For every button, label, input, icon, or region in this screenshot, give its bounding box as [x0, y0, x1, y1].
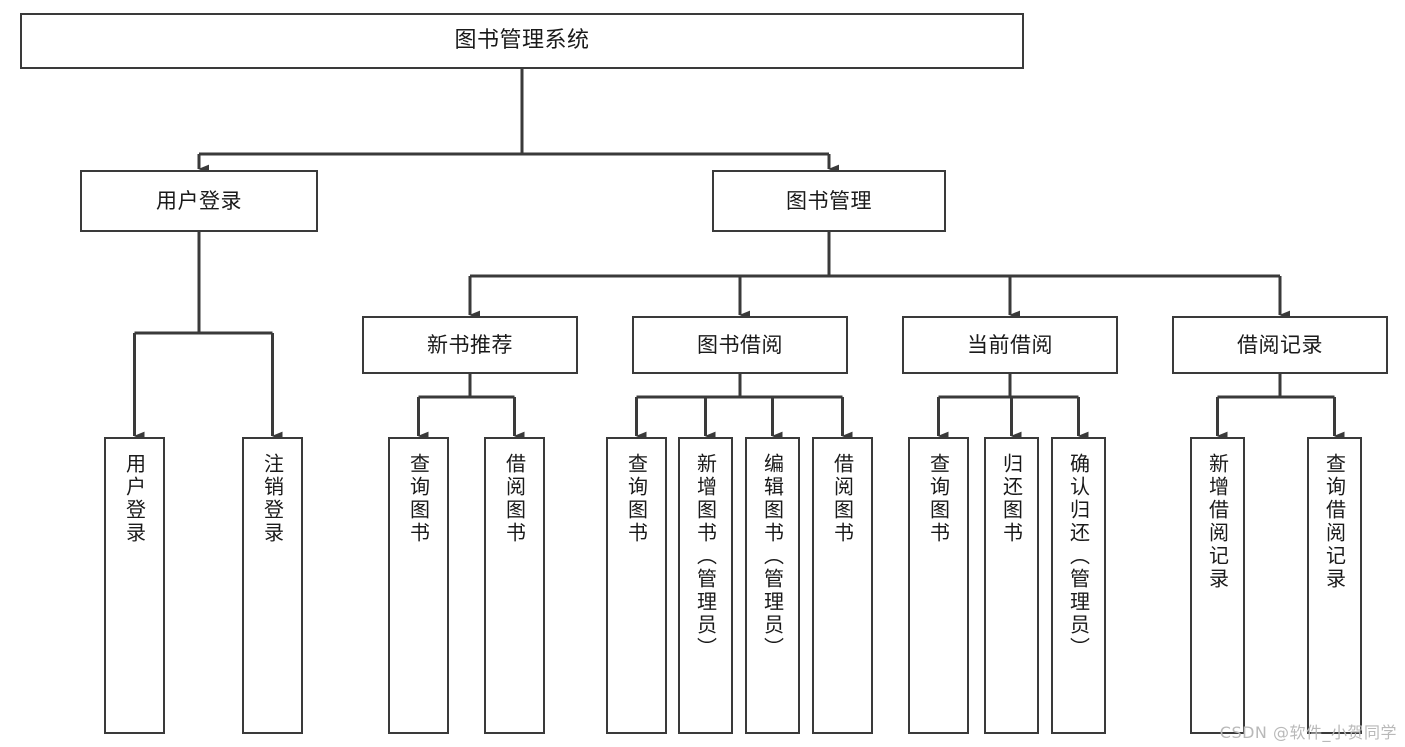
connector-bus — [636, 374, 843, 399]
connector-bus — [470, 232, 1280, 278]
node-leaf-query-book-3-label: 查询图书 — [926, 453, 951, 545]
node-current-borrow-label: 当前借阅 — [967, 332, 1053, 357]
csdn-watermark: CSDN @软件_小贺同学 — [1219, 723, 1397, 742]
node-user-login[interactable]: 用户登录 — [80, 170, 318, 232]
node-leaf-query-record-label: 查询借阅记录 — [1322, 453, 1347, 591]
node-leaf-user-login[interactable]: 用户登录 — [104, 437, 165, 734]
node-leaf-logout[interactable]: 注销登录 — [242, 437, 303, 734]
connector-bus — [1217, 374, 1335, 399]
node-leaf-add-book[interactable]: 新增图书（管理员） — [678, 437, 733, 734]
node-leaf-confirm-return-label: 确认归还（管理员） — [1066, 453, 1091, 660]
node-book-borrow[interactable]: 图书借阅 — [632, 316, 848, 374]
node-leaf-return-book[interactable]: 归还图书 — [984, 437, 1039, 734]
node-leaf-return-book-label: 归还图书 — [999, 453, 1024, 545]
connector-bus — [418, 374, 515, 399]
node-leaf-add-record-label: 新增借阅记录 — [1205, 453, 1230, 591]
node-leaf-query-book-2[interactable]: 查询图书 — [606, 437, 667, 734]
node-book-manage-label: 图书管理 — [786, 188, 872, 213]
node-leaf-logout-label: 注销登录 — [260, 453, 285, 545]
node-user-login-label: 用户登录 — [156, 188, 242, 213]
connector-bus — [134, 232, 273, 335]
node-borrow-record[interactable]: 借阅记录 — [1172, 316, 1388, 374]
node-book-manage[interactable]: 图书管理 — [712, 170, 946, 232]
node-leaf-query-book-1-label: 查询图书 — [406, 453, 431, 545]
node-leaf-borrow-book-2-label: 借阅图书 — [830, 453, 855, 545]
connector-bus — [938, 374, 1079, 399]
node-leaf-query-record[interactable]: 查询借阅记录 — [1307, 437, 1362, 734]
node-borrow-record-label: 借阅记录 — [1237, 332, 1323, 357]
node-leaf-borrow-book-2[interactable]: 借阅图书 — [812, 437, 873, 734]
node-leaf-confirm-return[interactable]: 确认归还（管理员） — [1051, 437, 1106, 734]
node-leaf-borrow-book-1[interactable]: 借阅图书 — [484, 437, 545, 734]
connector-bus — [199, 69, 829, 156]
node-leaf-edit-book[interactable]: 编辑图书（管理员） — [745, 437, 800, 734]
node-leaf-query-book-2-label: 查询图书 — [624, 453, 649, 545]
node-leaf-add-record[interactable]: 新增借阅记录 — [1190, 437, 1245, 734]
node-leaf-query-book-3[interactable]: 查询图书 — [908, 437, 969, 734]
node-root-label: 图书管理系统 — [454, 28, 590, 54]
node-leaf-add-book-label: 新增图书（管理员） — [693, 453, 718, 660]
node-leaf-user-login-label: 用户登录 — [122, 453, 147, 545]
node-root[interactable]: 图书管理系统 — [20, 13, 1024, 69]
node-book-borrow-label: 图书借阅 — [697, 332, 783, 357]
node-current-borrow[interactable]: 当前借阅 — [902, 316, 1118, 374]
node-new-book-recommend[interactable]: 新书推荐 — [362, 316, 578, 374]
node-leaf-query-book-1[interactable]: 查询图书 — [388, 437, 449, 734]
node-new-book-recommend-label: 新书推荐 — [427, 332, 513, 357]
node-leaf-borrow-book-1-label: 借阅图书 — [502, 453, 527, 545]
node-leaf-edit-book-label: 编辑图书（管理员） — [760, 453, 785, 660]
